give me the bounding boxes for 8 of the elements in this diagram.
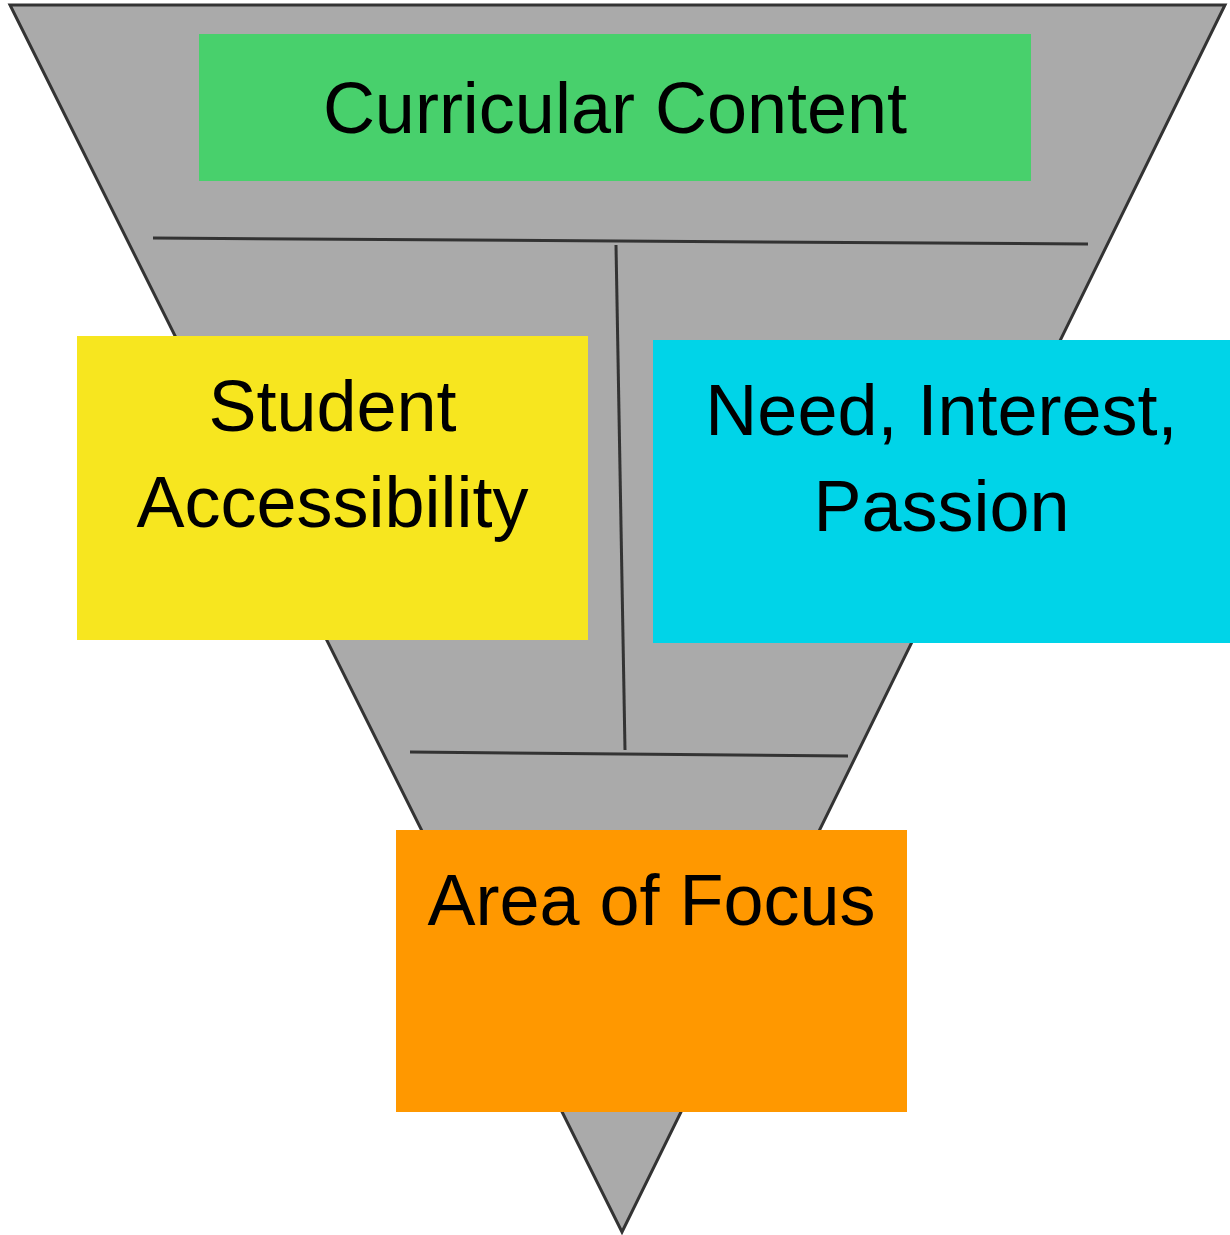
box-label: Student Accessibility <box>135 365 530 544</box>
topic-box <box>199 34 1031 181</box>
box-label: Curricular Content <box>321 66 909 150</box>
topic-box <box>77 336 588 640</box>
box-label: Need, Interest, Passion <box>704 369 1179 548</box>
topic-box <box>653 340 1230 643</box>
box-label: Area of Focus <box>426 859 877 942</box>
topic-box <box>396 830 907 1112</box>
